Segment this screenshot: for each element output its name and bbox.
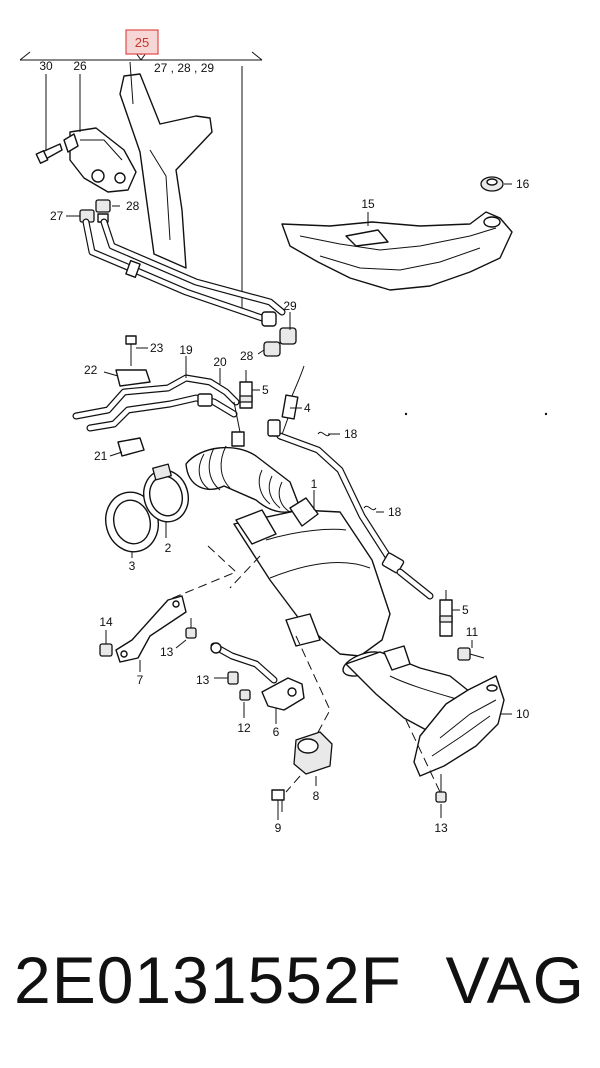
callout-25-highlight [125, 29, 159, 55]
brand-name: VAG [445, 943, 586, 1017]
clip-21 [117, 437, 145, 457]
assembly-lines [167, 545, 441, 793]
callout-13c: 13 [434, 821, 448, 835]
pipe-union [381, 552, 405, 574]
callout-23: 23 [150, 341, 164, 355]
callout-5a: 5 [262, 383, 269, 397]
callout-30: 30 [39, 59, 53, 73]
sensor-hoses [79, 199, 286, 322]
callout-21: 21 [94, 449, 108, 463]
callout-6: 6 [273, 725, 280, 739]
bolt-9 [271, 789, 285, 812]
nut-12 [239, 689, 251, 701]
callout-13b: 13 [196, 673, 210, 687]
clip-22 [115, 369, 151, 387]
temp-sensor-5-upper [239, 370, 253, 409]
callout-25: 25 [135, 35, 149, 50]
callout-16: 16 [516, 177, 530, 191]
stray-dot [544, 412, 548, 416]
flex-pipe [185, 445, 301, 513]
callout-18b: 18 [388, 505, 402, 519]
callout-29: 29 [283, 299, 297, 313]
callout-11: 11 [466, 625, 479, 639]
part-number: 2E0131552F [14, 943, 402, 1017]
lambda-sensor-4 [267, 365, 398, 570]
caption-bar: 2E0131552F VAG [0, 940, 600, 1020]
rubber-mount-8 [293, 731, 333, 775]
bracket-6 [210, 642, 305, 711]
callout-19: 19 [179, 343, 193, 357]
break-mark-18b [363, 505, 377, 511]
callout-8: 8 [313, 789, 320, 803]
callout-5b: 5 [462, 603, 469, 617]
callout-15: 15 [361, 197, 375, 211]
callout-7: 7 [137, 673, 144, 687]
leader-lines [45, 74, 512, 820]
callout-3: 3 [129, 559, 136, 573]
sensor-lines [72, 374, 245, 447]
callout-9: 9 [275, 821, 282, 835]
clamp-2 [143, 463, 189, 523]
callout-26: 26 [73, 59, 87, 73]
bolt-13-lower [435, 774, 447, 803]
mounting-bracket [119, 61, 213, 269]
callout-28a: 28 [126, 199, 140, 213]
callout-27-28-29: 27 , 28 , 29 [154, 61, 214, 75]
bolt-13-mid [227, 671, 239, 685]
callout-20: 20 [213, 355, 227, 369]
callout-2: 2 [165, 541, 172, 555]
callout-13a: 13 [160, 645, 174, 659]
callout-labels: 25 30 26 27 , 28 , 29 28 27 16 15 29 28 … [39, 35, 529, 835]
nut-16 [480, 176, 504, 192]
callout-27: 27 [50, 209, 64, 223]
bolt-23 [125, 335, 137, 366]
callout-1: 1 [311, 477, 318, 491]
bolt-13-left [185, 618, 197, 639]
pressure-sensor [63, 127, 137, 193]
pipe-connectors [261, 311, 297, 357]
catalytic-converter [233, 497, 471, 733]
heat-shield-lower [413, 675, 505, 777]
callout-12: 12 [237, 721, 251, 735]
gasket-3 [105, 491, 159, 553]
temp-sensor-5-lower [439, 590, 453, 637]
callout-18a: 18 [344, 427, 358, 441]
callout-28b: 28 [240, 349, 254, 363]
bolt-11 [457, 647, 485, 661]
bracket-7 [115, 595, 187, 663]
break-mark-18a [317, 431, 331, 437]
heat-shield-upper [281, 211, 513, 291]
callout-14: 14 [99, 615, 113, 629]
callout-4: 4 [304, 401, 311, 415]
stray-dot [404, 412, 408, 416]
callout-22: 22 [84, 363, 98, 377]
callout-10: 10 [516, 707, 530, 721]
nut-14 [99, 643, 113, 657]
exploded-parts-diagram: 25 30 26 27 , 28 , 29 28 27 16 15 29 28 … [19, 29, 548, 835]
bolt-30 [35, 143, 63, 164]
